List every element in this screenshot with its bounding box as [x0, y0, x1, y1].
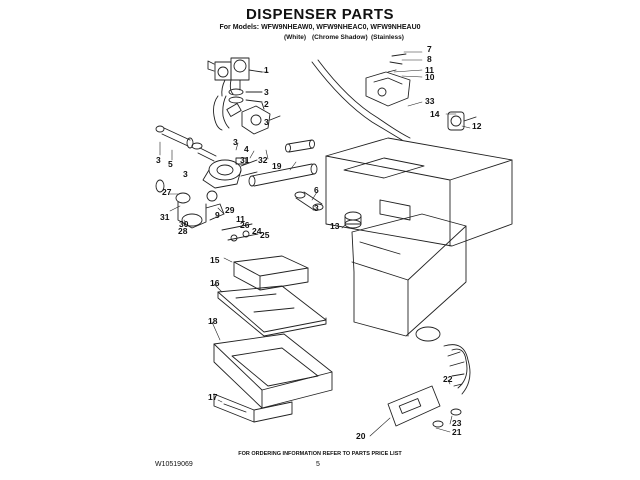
variant-chrome-shadow: (Chrome Shadow) [312, 34, 368, 41]
callout-28: 28 [178, 226, 188, 236]
callout-31a: 31 [240, 155, 250, 165]
callout-3a: 3 [264, 87, 269, 97]
small-hardware [221, 223, 259, 242]
callout-17: 17 [208, 392, 218, 402]
callout-31b: 31 [160, 212, 170, 222]
callout-11: 11 [236, 214, 245, 224]
callout-29: 29 [225, 205, 235, 215]
callout-3b: 3 [264, 117, 269, 127]
callout-3f: 3 [314, 203, 319, 213]
callout-1: 1 [264, 65, 269, 75]
callout-32: 32 [258, 155, 268, 165]
left-hose [155, 125, 217, 162]
callout-3d: 3 [183, 169, 188, 179]
hose-assembly-left [213, 79, 244, 131]
air-dome [241, 105, 281, 135]
callout-6: 6 [314, 185, 319, 195]
overflow-hose-33 [311, 59, 411, 141]
callout-4: 4 [244, 144, 249, 154]
callout-20: 20 [356, 431, 366, 441]
callout-2: 2 [264, 99, 269, 109]
callout-13: 13 [330, 221, 340, 231]
document-id: W10519069 [155, 461, 193, 468]
callout-27: 27 [162, 187, 172, 197]
callout-18: 18 [208, 316, 218, 326]
drawer-17 [213, 393, 293, 423]
callout-25: 25 [260, 230, 270, 240]
callout-24: 24 [252, 226, 262, 236]
dispenser-bracket [365, 53, 411, 107]
dispenser-door-20 [387, 385, 441, 427]
callout-23: 23 [452, 418, 462, 428]
callout-14: 14 [430, 109, 440, 119]
callout-8: 8 [427, 54, 432, 64]
drawer-16 [217, 285, 327, 337]
pump-inlet [155, 179, 225, 229]
dispenser-housing [325, 137, 513, 247]
callout-15: 15 [210, 255, 220, 265]
leader-lines [159, 51, 471, 437]
callout-7: 7 [427, 44, 432, 54]
callout-11-right: 11 [425, 65, 434, 75]
short-hose-top [285, 139, 315, 153]
callout-10: 10 [425, 72, 435, 82]
callout-3c: 3 [156, 155, 161, 165]
callout-21: 21 [452, 427, 462, 437]
water-valve [207, 57, 250, 91]
callout-12: 12 [472, 121, 482, 131]
bellows-hose-22 [443, 344, 471, 395]
drawer-18 [213, 333, 333, 409]
long-hose-19 [248, 163, 318, 187]
callout-26: 26 [240, 220, 250, 230]
ordering-note: FOR ORDERING INFORMATION REFER TO PARTS … [238, 451, 402, 457]
drawer-15 [233, 255, 309, 291]
variant-white: (White) [284, 34, 307, 41]
page-title: DISPENSER PARTS [245, 6, 395, 23]
model-list: For Models: WFW9NHEAW0, WFW9NHEAC0, WFW9… [219, 24, 421, 31]
clamp-21-23 [432, 408, 462, 428]
callout-19: 19 [272, 161, 282, 171]
callout-22: 22 [443, 374, 453, 384]
callout-33: 33 [425, 96, 435, 106]
fitting-13 [344, 211, 362, 229]
sensor-assembly [447, 111, 477, 131]
dispenser-tray-body [351, 213, 467, 342]
page-number: 5 [316, 461, 320, 468]
callout-5: 5 [168, 159, 173, 169]
pump-housing [202, 157, 258, 189]
variant-stainless: (Stainless) [371, 34, 404, 41]
callout-30: 30 [179, 219, 189, 229]
callout-3e: 3 [233, 137, 238, 147]
callout-16: 16 [210, 278, 220, 288]
callout-9: 9 [215, 210, 220, 220]
